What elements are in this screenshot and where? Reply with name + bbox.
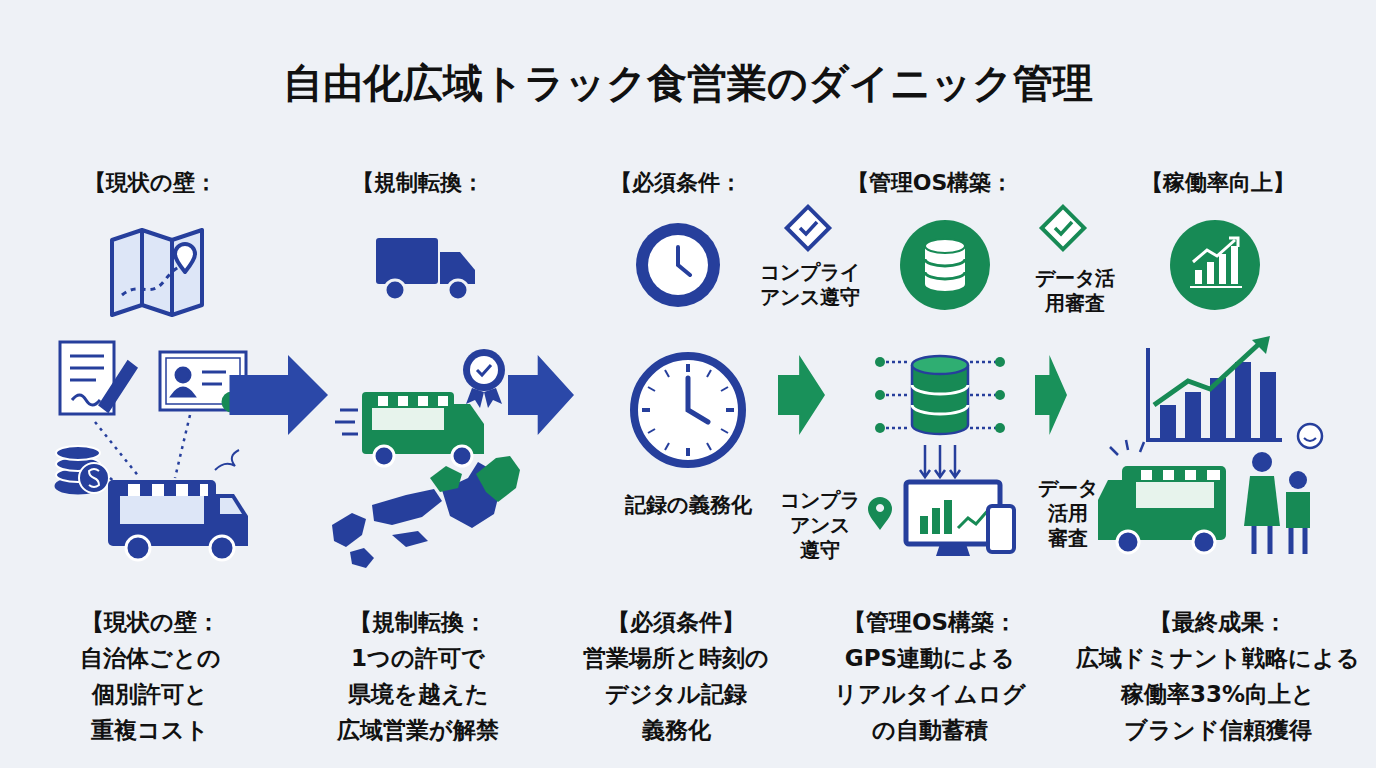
step-heading: 【管理OS構築： bbox=[847, 166, 1014, 200]
clock-icon bbox=[636, 223, 720, 307]
arrow-shape bbox=[230, 355, 329, 435]
arrow-shape bbox=[1035, 355, 1067, 435]
japan-map bbox=[332, 456, 520, 568]
map-icon bbox=[112, 230, 202, 315]
step-column: 【稼働率向上】【最終成果：広域ドミナント戦略による 稼働率33%向上と ブランド… bbox=[1071, 166, 1365, 748]
arrow-shape bbox=[508, 355, 574, 435]
large-clock bbox=[634, 356, 742, 464]
truck-icon bbox=[376, 238, 475, 300]
step-summary: 【規制転換：1つの許可で 県境を越えた 広域営業が解禁 bbox=[337, 604, 499, 748]
step-heading: 【規制転換： bbox=[352, 166, 484, 200]
step-summary: 【最終成果：広域ドミナント戦略による 稼働率33%向上と ブランド信頼獲得 bbox=[1076, 604, 1360, 748]
database-network bbox=[875, 356, 1005, 477]
monitor-phone bbox=[906, 482, 1014, 556]
step-column: 【管理OS構築：【管理OS構築：GPS連動による リアルタイムログ の自動蓄積 bbox=[829, 166, 1031, 748]
summary-heading: 【必須条件】 bbox=[607, 604, 745, 640]
flow-arrow bbox=[508, 355, 574, 435]
permit-illustration bbox=[56, 342, 246, 493]
arrow-shape bbox=[778, 355, 825, 435]
green-food-truck bbox=[335, 349, 505, 466]
step-column: 【必須条件： 【必須条件】営業場所と時刻の デジタル記録 義務化 bbox=[578, 166, 774, 748]
step-column: 【現状の壁：【現状の壁：自治体ごとの 個別許可と 重複コスト bbox=[75, 166, 226, 748]
annotation-label: 記録の義務化 bbox=[625, 492, 752, 518]
summary-heading: 【現状の壁： bbox=[81, 604, 220, 640]
growth-chart bbox=[1148, 336, 1282, 440]
blue-van bbox=[108, 480, 248, 560]
summary-body: GPS連動による リアルタイムログ の自動蓄積 bbox=[834, 640, 1026, 748]
summary-body: 1つの許可で 県境を越えた 広域営業が解禁 bbox=[337, 640, 499, 748]
diagram-title: 自由化広域トラック食営業のダイニック管理 bbox=[0, 56, 1376, 111]
green-truck-customers bbox=[1098, 424, 1322, 554]
step-summary: 【管理OS構築：GPS連動による リアルタイムログ の自動蓄積 bbox=[834, 604, 1026, 748]
summary-body: 自治体ごとの 個別許可と 重複コスト bbox=[80, 640, 221, 748]
summary-body: 広域ドミナント戦略による 稼働率33%向上と ブランド信頼獲得 bbox=[1076, 640, 1360, 748]
annotation-label: コンプラ アンス 遵守 bbox=[780, 488, 860, 563]
flow-arrow bbox=[778, 355, 825, 435]
annotation-label: データ活 用審査 bbox=[1035, 266, 1115, 316]
annotation-label: コンプライ アンス遵守 bbox=[760, 260, 860, 310]
step-summary: 【現状の壁：自治体ごとの 個別許可と 重複コスト bbox=[80, 604, 221, 748]
summary-heading: 【最終成果： bbox=[1149, 604, 1287, 640]
step-heading: 【必須条件： bbox=[610, 166, 742, 200]
flow-arrow bbox=[230, 355, 329, 435]
step-heading: 【現状の壁： bbox=[84, 166, 217, 200]
location-pin bbox=[868, 497, 892, 530]
summary-heading: 【管理OS構築： bbox=[843, 604, 1017, 640]
step-column: 【規制転換：【規制転換：1つの許可で 県境を越えた 広域営業が解禁 bbox=[332, 166, 504, 748]
summary-body: 営業場所と時刻の デジタル記録 義務化 bbox=[583, 640, 769, 748]
database-icon bbox=[900, 220, 990, 310]
summary-heading: 【規制転換： bbox=[349, 604, 487, 640]
chart-icon bbox=[1170, 220, 1260, 310]
flow-arrow bbox=[1035, 355, 1067, 435]
step-summary: 【必須条件】営業場所と時刻の デジタル記録 義務化 bbox=[583, 604, 769, 748]
step-heading: 【稼働率向上】 bbox=[1141, 166, 1295, 200]
annotation-label: データ 活用 審査 bbox=[1038, 476, 1098, 551]
